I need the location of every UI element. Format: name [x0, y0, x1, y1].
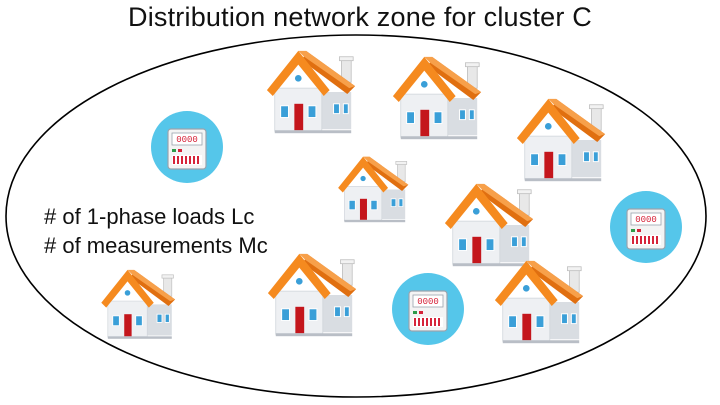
house-icon — [444, 183, 534, 267]
meter-display: 0000 — [635, 215, 657, 225]
smart-meter-icon: 0000 — [391, 272, 465, 346]
meter-display: 0000 — [417, 297, 439, 307]
loads-label: # of 1-phase loads Lc — [44, 204, 255, 229]
zone-boundary — [5, 34, 707, 398]
house-icon — [266, 50, 356, 134]
smart-meter-icon: 0000 — [150, 110, 224, 184]
smart-meter-icon: 0000 — [609, 190, 683, 264]
house-icon — [267, 253, 357, 337]
house-icon — [494, 260, 584, 344]
measurements-label: # of measurements Mc — [44, 233, 268, 258]
house-icon — [100, 269, 176, 340]
house-icon — [392, 56, 482, 140]
diagram-title: Distribution network zone for cluster C — [128, 2, 592, 32]
meter-display: 0000 — [176, 135, 198, 145]
house-icon — [516, 98, 606, 182]
house-icon — [337, 156, 409, 223]
